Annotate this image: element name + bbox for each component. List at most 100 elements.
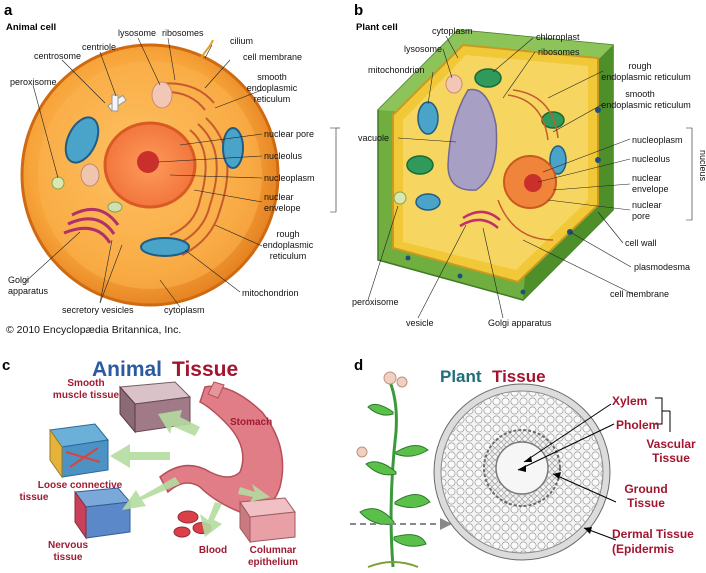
label-ground-1: Ground [624,482,667,496]
label-plant-lysosome: lysosome [404,44,442,54]
label-lysosome: lysosome [118,28,156,38]
label-centrosome: centrosome [34,51,81,61]
animal-cell-title: Animal cell [6,22,56,33]
plant-tissue-title-2: Tissue [492,367,546,386]
plant-nucleolus-shape [524,174,542,192]
label-nuclear-pore: nuclear pore [264,129,314,139]
label-smooth-er-1: smooth [257,72,287,82]
label-cytoplasm: cytoplasm [164,305,205,315]
label-plant-cytoplasm: cytoplasm [432,26,473,36]
animal-tissue-diagram: c Animal Tissue Smoot [2,357,298,568]
label-rough-er-1: rough [276,229,299,239]
label-plant-nucleolus: nucleolus [632,154,671,164]
label-pholem: Pholem [616,418,659,432]
label-xylem: Xylem [612,394,647,408]
panel-letter-a: a [4,2,13,19]
stomach-shape [159,385,284,514]
panel-animal-cell: a Animal cell [0,0,345,340]
label-columnar-1: Columnar [250,545,297,556]
label-plant-smooth-er-1: smooth [625,89,655,99]
loose-connective-block [49,423,109,479]
plant-tissue-diagram: d Plant Tissue Xylem Pholem [350,357,696,568]
label-stomach: Stomach [230,417,272,428]
label-vacuole: vacuole [358,133,389,143]
animal-cell-diagram: a Animal cell [4,2,345,336]
label-smooth-2: muscle tissue [53,390,120,401]
label-golgi-2: apparatus [8,286,49,296]
label-blood: Blood [199,545,227,556]
label-plant-nuclear-pore-1: nuclear [632,200,662,210]
label-golgi-1: Golgi [8,275,29,285]
stem-cross-section [433,383,611,561]
label-cell-wall: cell wall [625,238,657,248]
panel-letter-d: d [354,357,363,374]
label-cell-membrane: cell membrane [243,52,302,62]
label-nucleoplasm: nucleoplasm [264,173,315,183]
label-secretory-vesicles: secretory vesicles [62,305,134,315]
arrow-icon [440,518,452,530]
columnar-epithelium-block [239,497,296,544]
lysosome-shape [151,81,173,109]
panel-animal-tissue: c Animal Tissue Smoot [0,352,345,573]
label-plant-nucleoplasm: nucleoplasm [632,135,683,145]
plant-tissue-title-1: Plant [440,367,482,386]
golgi-shape [63,207,120,244]
label-nucleolus: nucleolus [264,151,303,161]
label-nervous-2: tissue [54,552,83,563]
label-plant-nucleus: nucleus [698,150,706,182]
label-plant-nuclear-env-1: nuclear [632,173,662,183]
label-vascular-1: Vascular [646,437,696,451]
mitochondria-shapes [64,116,244,257]
label-loose-1: Loose connective [38,480,123,491]
label-rough-er-3: reticulum [270,251,307,261]
animal-tissue-title-2: Tissue [172,358,238,381]
label-smooth-1: Smooth [67,378,104,389]
cilium-shape [199,39,214,61]
plant-lysosome-shape [445,74,463,94]
panel-letter-c: c [2,357,10,374]
label-nuclear-envelope-1: nuclear [264,192,294,202]
label-dermal-2: (Epidermis [612,542,674,556]
label-plant-mitochondrion: mitochondrion [368,65,425,75]
label-dermal-1: Dermal Tissue [612,527,694,541]
label-plasmodesma: plasmodesma [634,262,690,272]
copyright-text: © 2010 Encyclopædia Britannica, Inc. [6,324,181,336]
label-plant-peroxisome: peroxisome [352,297,399,307]
panel-plant-cell: b Plant cell [348,0,706,340]
label-loose-2: tissue [20,492,49,503]
label-nuclear-envelope-2: envelope [264,203,301,213]
label-nucleus: nucleus [343,150,345,182]
label-plant-cell-membrane: cell membrane [610,289,669,299]
label-ground-2: Tissue [627,496,665,510]
peroxisome-shape [51,176,65,190]
panel-letter-b: b [354,2,363,19]
label-plant-rough-er-2: endoplasmic reticulum [601,72,691,82]
panel-plant-tissue: d Plant Tissue Xylem Pholem [348,352,706,573]
plant-peroxisome-shape [393,191,407,205]
label-vascular-2: Tissue [652,451,690,465]
label-smooth-er-3: reticulum [254,94,291,104]
label-nervous-1: Nervous [48,540,88,551]
nucleolus-shape [137,151,159,173]
label-plant-smooth-er-2: endoplasmic reticulum [601,100,691,110]
label-smooth-er-2: endoplasmic [247,83,298,93]
animal-tissue-title-1: Animal [92,358,162,381]
label-plant-nuclear-env-2: envelope [632,184,669,194]
plant-cell-title: Plant cell [356,22,398,33]
label-peroxisome: peroxisome [10,77,57,87]
nervous-tissue-block [74,487,131,540]
label-golgi-apparatus: Golgi apparatus [488,318,552,328]
plant-illustration [356,371,431,568]
label-chloroplast: chloroplast [536,32,580,42]
label-columnar-2: epithelium [248,557,298,568]
label-mitochondrion: mitochondrion [242,288,299,298]
label-plant-ribosomes: ribosomes [538,47,580,57]
label-centriole: centriole [82,42,116,52]
plant-cell-diagram: b Plant cell [352,2,706,328]
label-vesicle: vesicle [406,318,434,328]
label-cilium: cilium [230,36,253,46]
label-plant-rough-er-1: rough [628,61,651,71]
vacuole-shape [447,88,498,191]
label-ribosomes: ribosomes [162,28,204,38]
label-rough-er-2: endoplasmic [263,240,314,250]
